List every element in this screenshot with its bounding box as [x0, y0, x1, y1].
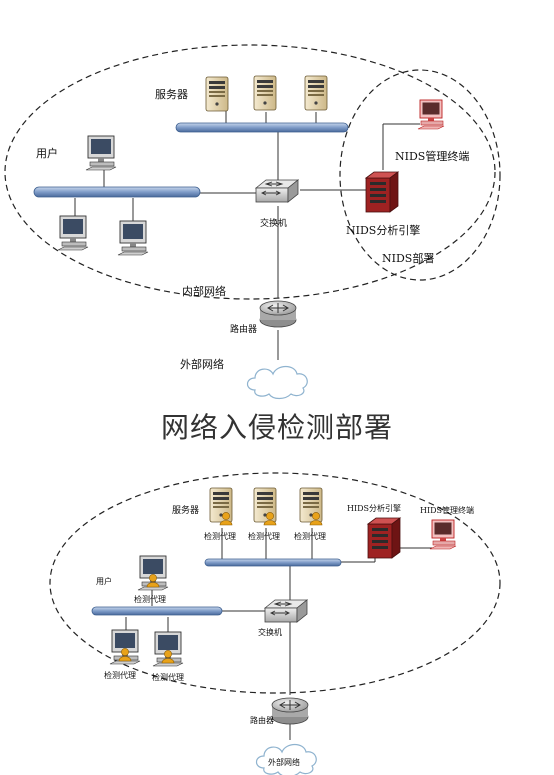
user-pc-icon	[85, 135, 117, 171]
router-icon	[259, 300, 297, 328]
hids-engine-label: HIDS分析引擎	[347, 504, 402, 513]
router-label: 路由器	[230, 325, 258, 335]
hids-terminal-icon	[429, 519, 457, 550]
user-pc-icon	[57, 215, 89, 251]
hids-terminal-label: HIDS管理终端	[420, 506, 475, 515]
agent-label: 检测代理	[104, 671, 136, 680]
hids-network-boundary	[49, 472, 501, 694]
switch-label: 交换机	[260, 219, 288, 229]
page-title: 网络入侵检测部署	[160, 411, 393, 444]
nids-engine-label: NIDS分析引擎	[346, 224, 421, 237]
server-backbone	[204, 558, 342, 567]
server-icon	[304, 75, 328, 111]
nids-deploy-boundary	[339, 69, 501, 281]
nids-deploy-label: NIDS部署	[382, 252, 435, 265]
user-label: 用户	[96, 577, 112, 586]
nids-terminal-icon	[417, 99, 445, 130]
user-pc-icon	[117, 220, 149, 256]
hids-engine-icon	[367, 517, 401, 559]
nids-engine-icon	[365, 171, 399, 213]
diagram-nids	[4, 44, 501, 400]
user-backbone	[91, 606, 223, 616]
user-backbone	[33, 186, 201, 198]
user-label: 用户	[36, 147, 58, 160]
router-label: 路由器	[250, 716, 274, 725]
agent-label: 检测代理	[294, 532, 326, 541]
servers-label: 服务器	[155, 88, 188, 101]
switch-icon	[264, 599, 308, 623]
agent-label: 检测代理	[204, 532, 236, 541]
external-network-label: 外部网络	[268, 758, 300, 767]
external-network-cloud-icon	[246, 365, 308, 400]
external-network-label: 外部网络	[180, 358, 224, 371]
servers-label: 服务器	[172, 506, 200, 516]
agent-label: 检测代理	[248, 532, 280, 541]
server-icon	[253, 75, 277, 111]
router-icon	[271, 697, 309, 725]
internal-network-label: 内部网络	[182, 285, 226, 298]
switch-label: 交换机	[258, 628, 282, 637]
nids-terminal-label: NIDS管理终端	[395, 150, 470, 163]
agent-label: 检测代理	[152, 673, 184, 682]
internal-network-boundary	[4, 44, 496, 300]
diagram-hids	[49, 472, 501, 775]
switch-icon	[255, 179, 299, 203]
server-icon	[205, 76, 229, 112]
server-backbone	[175, 122, 349, 133]
agent-label: 检测代理	[134, 595, 166, 604]
